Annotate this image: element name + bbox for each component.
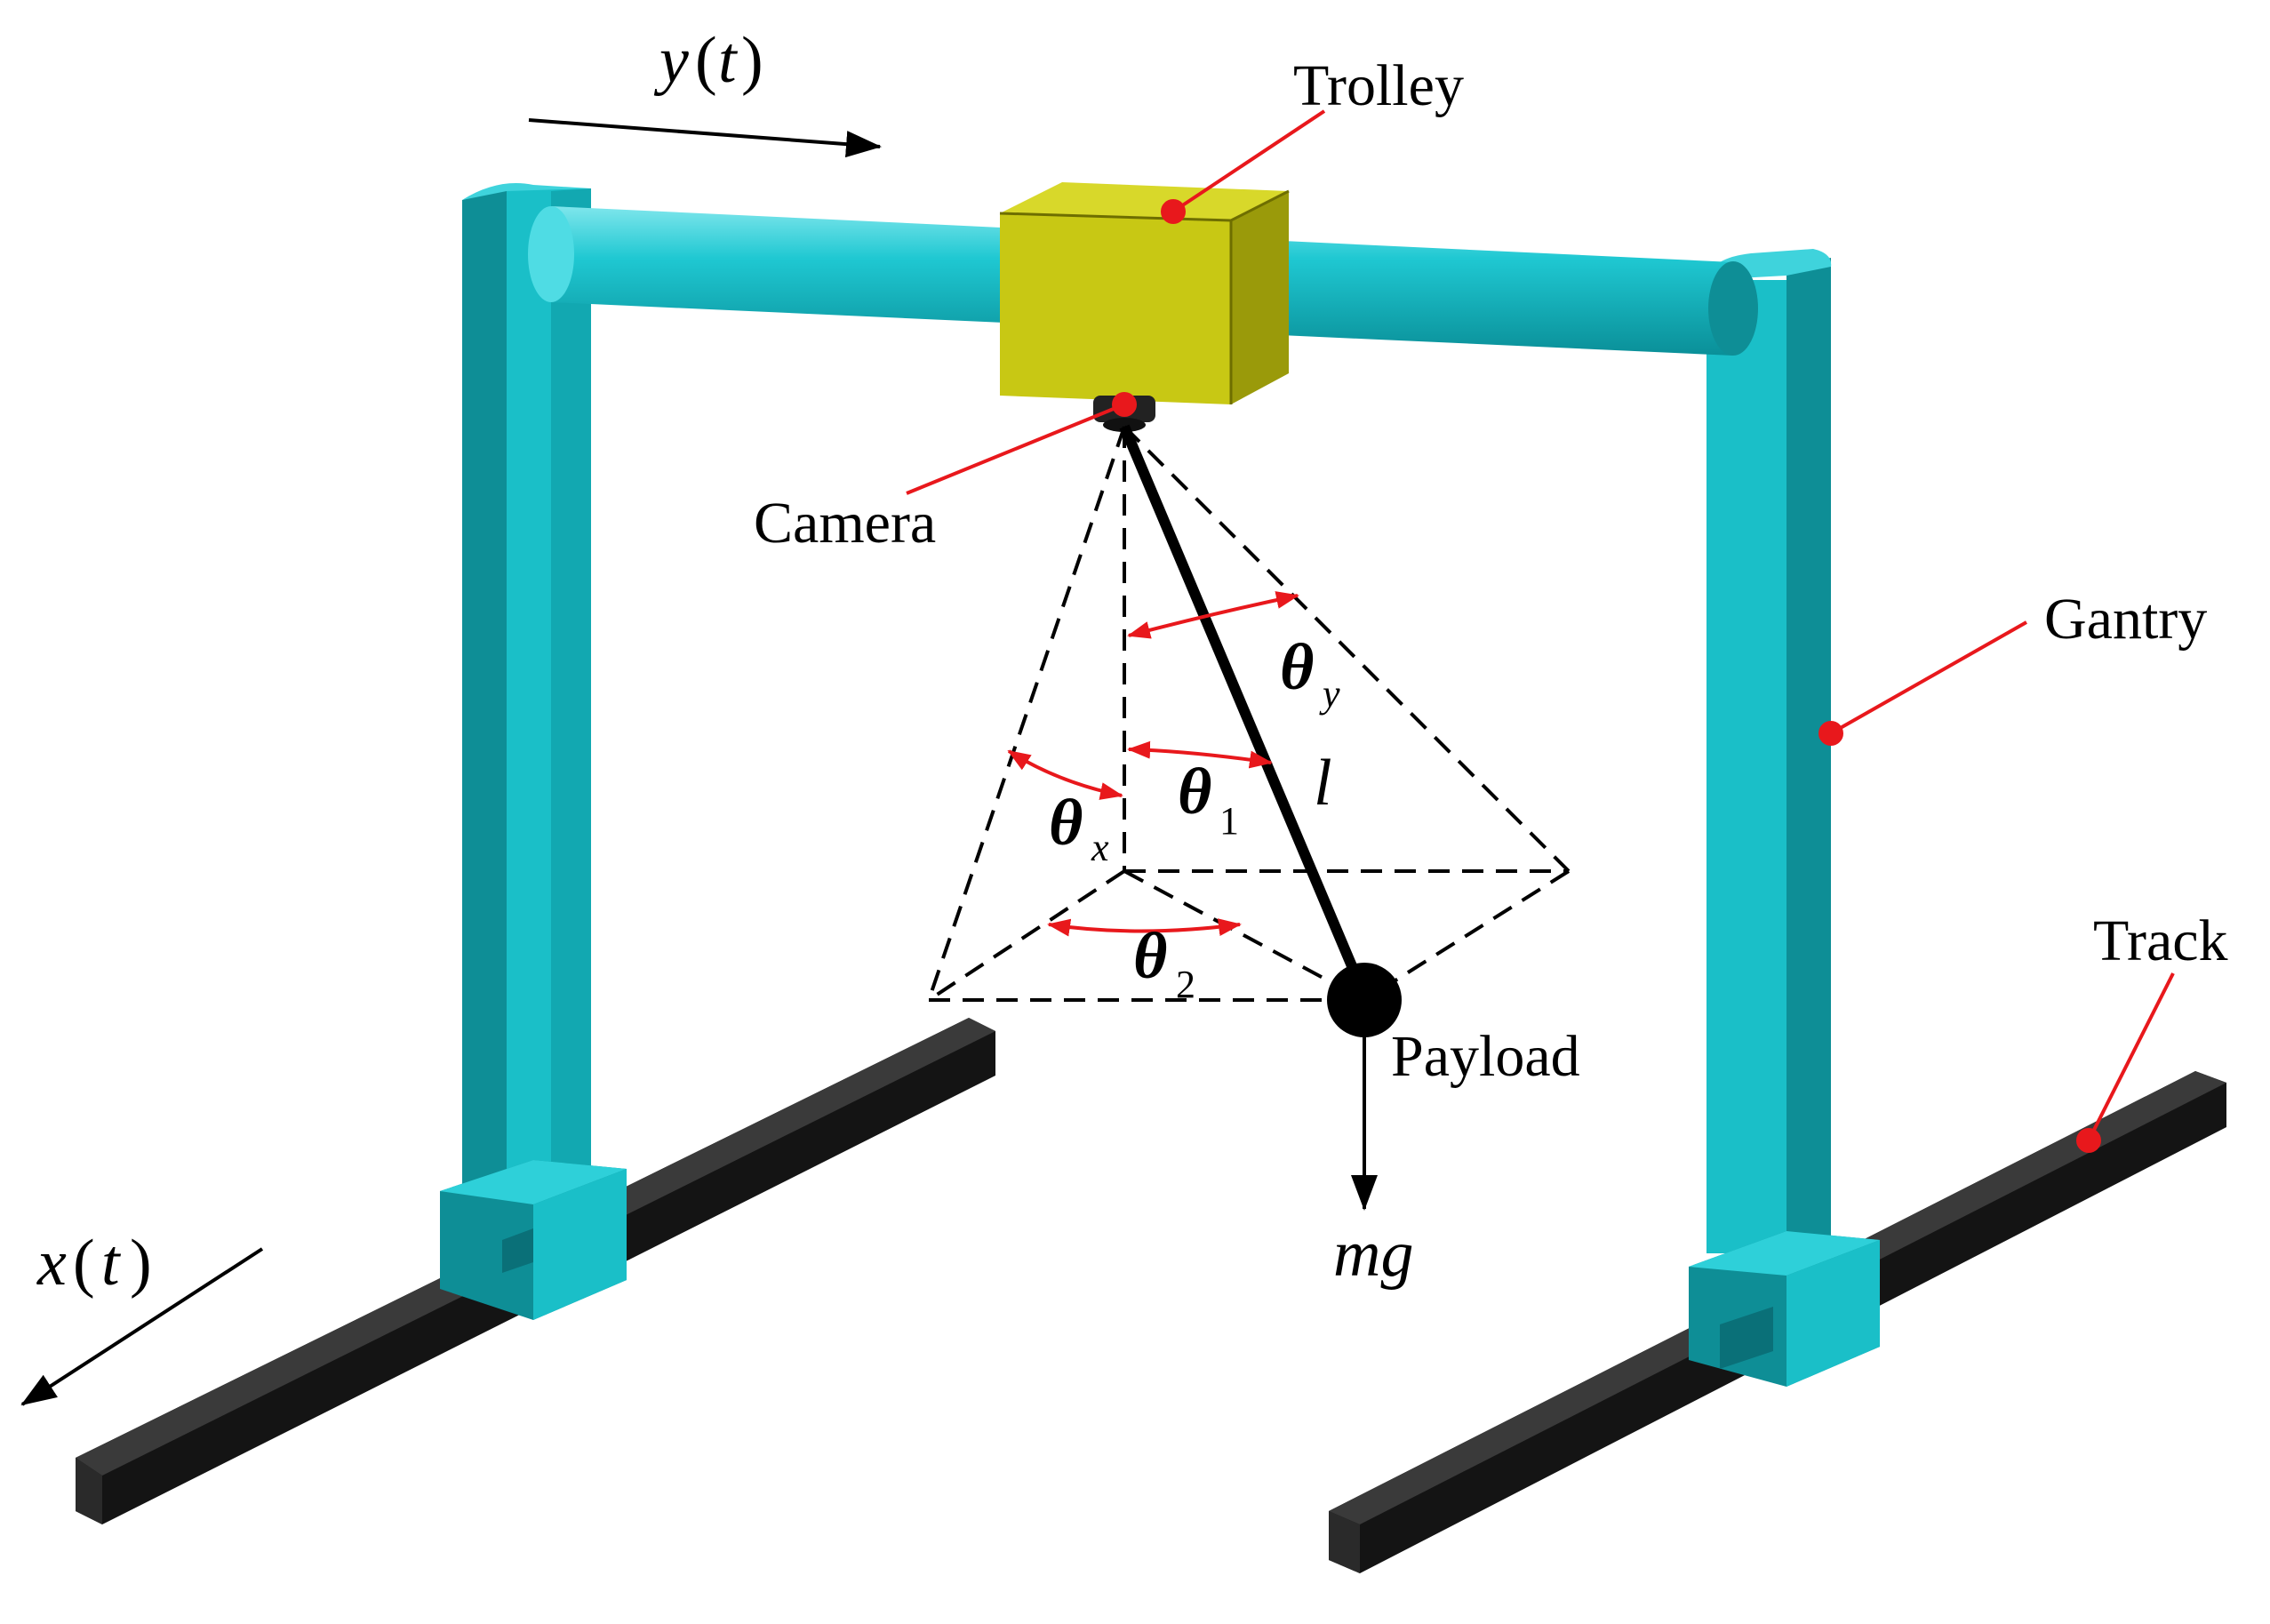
svg-text:2: 2 [1176, 963, 1195, 1006]
arc-theta-2 [1047, 918, 1242, 937]
svg-text:t: t [718, 24, 739, 97]
svg-text:t: t [101, 1227, 122, 1300]
arc-theta-1 [1127, 740, 1273, 769]
label-theta-x: θ x [1049, 787, 1109, 869]
svg-text:x: x [36, 1227, 67, 1300]
trolley-box [999, 182, 1290, 404]
label-theta-2: θ 2 [1133, 920, 1195, 1006]
annotation-leaders [906, 109, 2175, 1153]
payload-mass [1327, 963, 1402, 1037]
label-theta-1: θ 1 [1178, 756, 1239, 843]
right-gantry-leg [1689, 249, 1880, 1387]
arc-theta-x [1007, 749, 1123, 800]
svg-text:): ) [130, 1227, 152, 1300]
x-motion-arrow [20, 1247, 264, 1406]
gantry-marker [1818, 721, 1843, 746]
label-theta-y: θ y [1280, 631, 1340, 716]
svg-text:): ) [741, 24, 763, 97]
label-rope-length: l [1314, 747, 1332, 820]
label-mg: mg [1333, 1218, 1413, 1291]
y-motion-arrow [528, 118, 882, 158]
camera-marker [1112, 392, 1137, 417]
svg-text:θ: θ [1178, 756, 1211, 828]
svg-text:θ: θ [1049, 787, 1083, 860]
label-gantry: Gantry [2044, 587, 2207, 652]
label-payload: Payload [1391, 1024, 1580, 1089]
svg-text:x: x [1091, 826, 1109, 869]
svg-text:θ: θ [1133, 920, 1167, 993]
label-x-of-t: x ( t ) [36, 1227, 152, 1300]
label-trolley: Trolley [1293, 53, 1464, 118]
track-marker [2076, 1128, 2101, 1153]
svg-text:(: ( [695, 24, 717, 97]
left-gantry-leg [440, 183, 627, 1320]
arc-theta-y [1127, 591, 1299, 639]
trolley-marker [1161, 199, 1186, 224]
label-track: Track [2093, 908, 2228, 973]
swing-geometry-lines [927, 425, 1571, 1002]
svg-text:y: y [653, 24, 689, 97]
angle-arcs [1007, 591, 1299, 937]
label-camera: Camera [754, 491, 936, 556]
svg-text:(: ( [73, 1227, 95, 1300]
svg-text:θ: θ [1280, 631, 1314, 704]
label-y-of-t: y ( t ) [653, 24, 763, 97]
rope [1119, 424, 1370, 998]
svg-text:1: 1 [1219, 799, 1239, 843]
svg-text:y: y [1319, 672, 1340, 716]
